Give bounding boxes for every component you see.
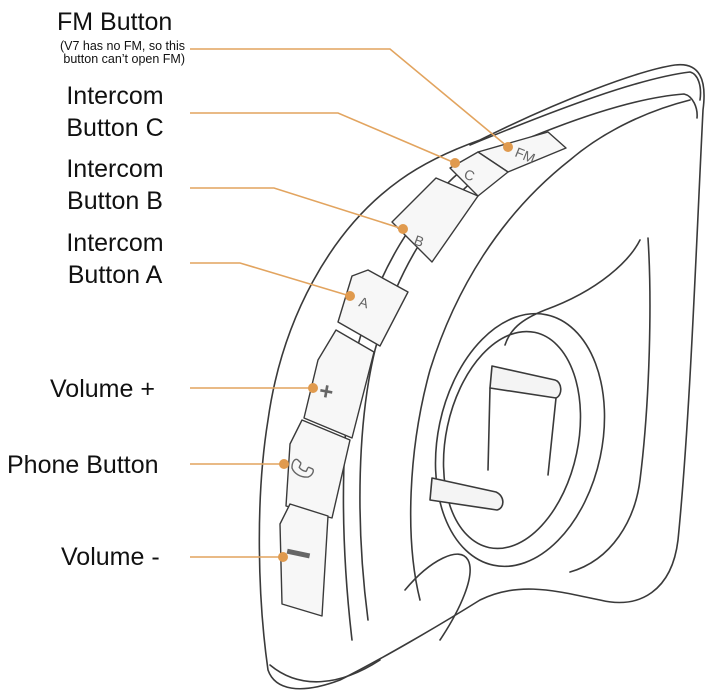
button-phone-shape (285, 419, 351, 519)
label-intercom-b-line2: Button B (67, 187, 163, 215)
device-ring-inner (442, 330, 582, 550)
device-clip-body (487, 387, 557, 476)
button-b-shape (391, 177, 479, 263)
label-fm-note-line2: button can’t open FM) (63, 52, 185, 66)
leader-dot-phone (279, 459, 289, 469)
leader-intercom-b (190, 187, 404, 230)
leader-dots (278, 142, 513, 562)
label-volume-down: Volume - (61, 543, 160, 571)
leader-fm (190, 48, 509, 148)
leader-intercom-a (190, 262, 351, 297)
button-fm-legend: FM (513, 144, 538, 166)
label-intercom-c-line2: Button C (66, 114, 164, 142)
button-plus-legend: + (317, 377, 335, 406)
minus-icon (286, 548, 311, 559)
device-face-curve (409, 99, 691, 601)
leader-dot-intercom-a (345, 291, 355, 301)
label-intercom-a-line2: Button A (67, 261, 163, 289)
label-fm-note-line1: (V7 has no FM, so this (59, 39, 185, 53)
device-right-panel-2 (569, 237, 651, 573)
button-plus-shape (303, 329, 375, 439)
button-c-shape (449, 151, 509, 197)
phone-icon (291, 458, 314, 478)
device-bottom-edge (269, 659, 381, 683)
device-lower-fold (404, 553, 471, 641)
label-phone-button: Phone Button (7, 451, 159, 479)
button-minus-shape (279, 503, 329, 617)
button-strip (279, 131, 567, 617)
label-volume-up: Volume + (50, 375, 155, 403)
device-body (258, 63, 705, 690)
label-intercom-a-line1: Intercom (66, 229, 164, 257)
leader-dot-fm (503, 142, 513, 152)
leader-lines (190, 48, 509, 558)
device-ring-outer (434, 312, 606, 568)
leader-dot-volume-up (308, 383, 318, 393)
leader-dot-volume-down (278, 552, 288, 562)
leader-intercom-c (190, 112, 456, 164)
leader-dot-intercom-c (450, 158, 460, 168)
label-intercom-b-line1: Intercom (66, 155, 164, 183)
label-intercom-c-line1: Intercom (66, 82, 164, 110)
leader-dot-intercom-b (398, 224, 408, 234)
device-top-edge (469, 71, 702, 146)
button-a-shape (337, 269, 409, 347)
label-fm-button: FM Button (57, 8, 173, 36)
device-right-panel (504, 239, 641, 346)
device-outer-outline (258, 63, 705, 690)
device-clip-bottom (429, 477, 504, 511)
